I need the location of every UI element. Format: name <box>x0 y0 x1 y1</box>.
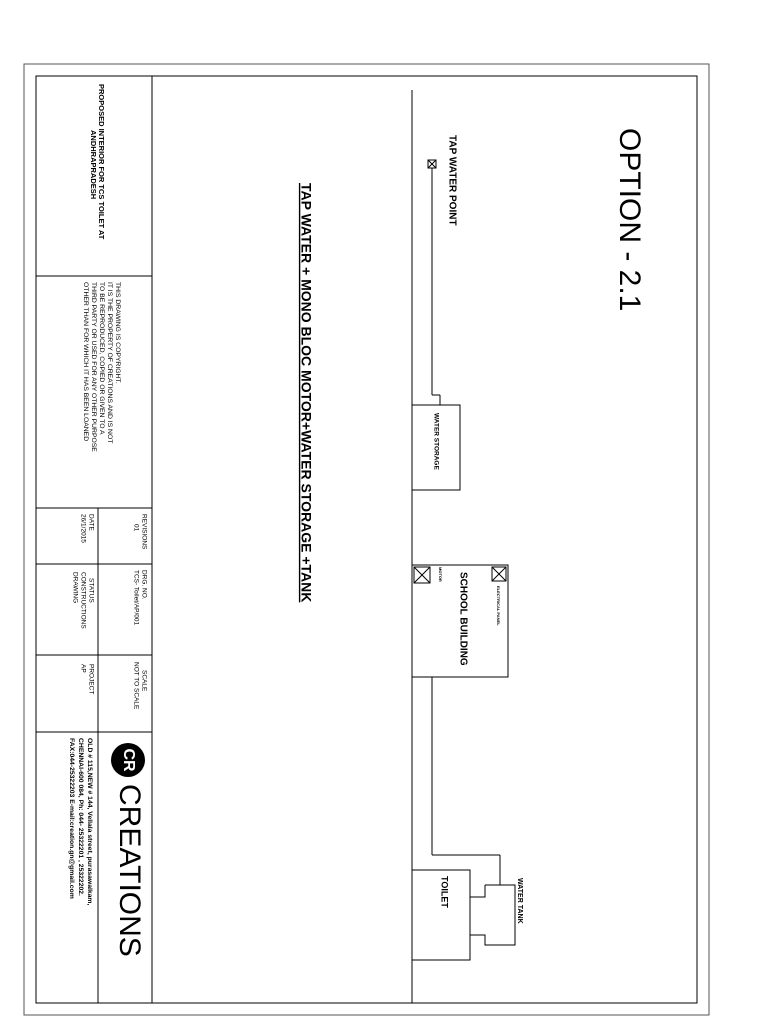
status-value-2: DRAWING <box>71 572 78 603</box>
toilet-box <box>411 869 471 961</box>
electrical-panel-label: ELECTRICAL PANEL <box>496 586 501 626</box>
motor-cross-b <box>413 566 431 584</box>
school-building-box <box>411 564 509 678</box>
date-value: 26/1/2015 <box>79 514 86 543</box>
water-storage-box <box>411 404 461 491</box>
copyright-line-1: THIS DRAWING IS COPYRIGHT. <box>114 282 121 384</box>
scale-label: SCALE <box>140 670 147 692</box>
drg-no-value: TCS- Toilet/AP/001 <box>132 570 139 626</box>
project-name-line-2: ANDHRAPRADESH <box>89 130 98 199</box>
revisions-value: 01 <box>132 524 139 532</box>
status-value-1: CONSTRUCTIONS <box>79 572 86 629</box>
status-label: STATUS <box>87 578 94 603</box>
project-name-line-1: PROPOSED INTERIOR FOR TCS TOILET AT <box>97 84 106 240</box>
copyright-line-3: TO BE REPRODUCED, COPIED OR GIVEN TO A <box>98 282 105 435</box>
drg-no-label: DRG. NO. <box>140 570 147 600</box>
copyright-line-2: IT IS THE PROPERTY OF CREATIONS AND IS N… <box>106 282 113 443</box>
outer-frame <box>23 63 710 1016</box>
address-line-1: OLD # 115,NEW # 144, Vellala street, pur… <box>86 738 93 905</box>
water-storage-label: WATER STORAGE <box>432 413 439 470</box>
panel-cross-b <box>491 566 507 582</box>
logo-letters: CR <box>120 748 137 772</box>
copyright-line-5: OTHER THAN FOR WHICH IT HAS BEEN LOANED <box>82 282 89 441</box>
logo-mark <box>111 743 145 777</box>
option-title: OPTION - 2.1 <box>613 128 646 311</box>
address-line-2: CHENNAI-600 084, Ph: 044- 25322201 , 253… <box>77 738 84 896</box>
electrical-panel-symbol <box>491 566 507 582</box>
project-value: AP <box>79 664 86 673</box>
date-label: DATE <box>87 514 94 532</box>
project-label: PROJECT <box>87 664 94 694</box>
motor-symbol <box>413 566 431 584</box>
water-tank-shape <box>469 884 516 946</box>
scale-value: NOT TO SCALE <box>132 662 139 710</box>
company-name: CREATIONS <box>113 784 146 957</box>
address-line-3: FAX:044-25322203 E-mail:creation.gn@gmai… <box>68 738 75 899</box>
copyright-line-4: THIRD PARTY OR USED FOR ANY OTHER PURPOS… <box>90 282 97 452</box>
toilet-label: TOILET <box>440 876 450 908</box>
motor-label: MOTOR <box>438 567 443 582</box>
water-tank-label: WATER TANK <box>516 878 523 924</box>
school-building-label: SCHOOL BUILDING <box>457 572 468 666</box>
tap-symbol-cross-b <box>427 159 437 169</box>
revisions-label: REVISIONS <box>140 514 147 550</box>
subtitle: TAP WATER + MONO BLOC MOTOR+WATER STORAG… <box>298 183 314 602</box>
tap-water-point-label: TAP WATER POINT <box>446 135 457 226</box>
inner-frame <box>35 75 698 1004</box>
